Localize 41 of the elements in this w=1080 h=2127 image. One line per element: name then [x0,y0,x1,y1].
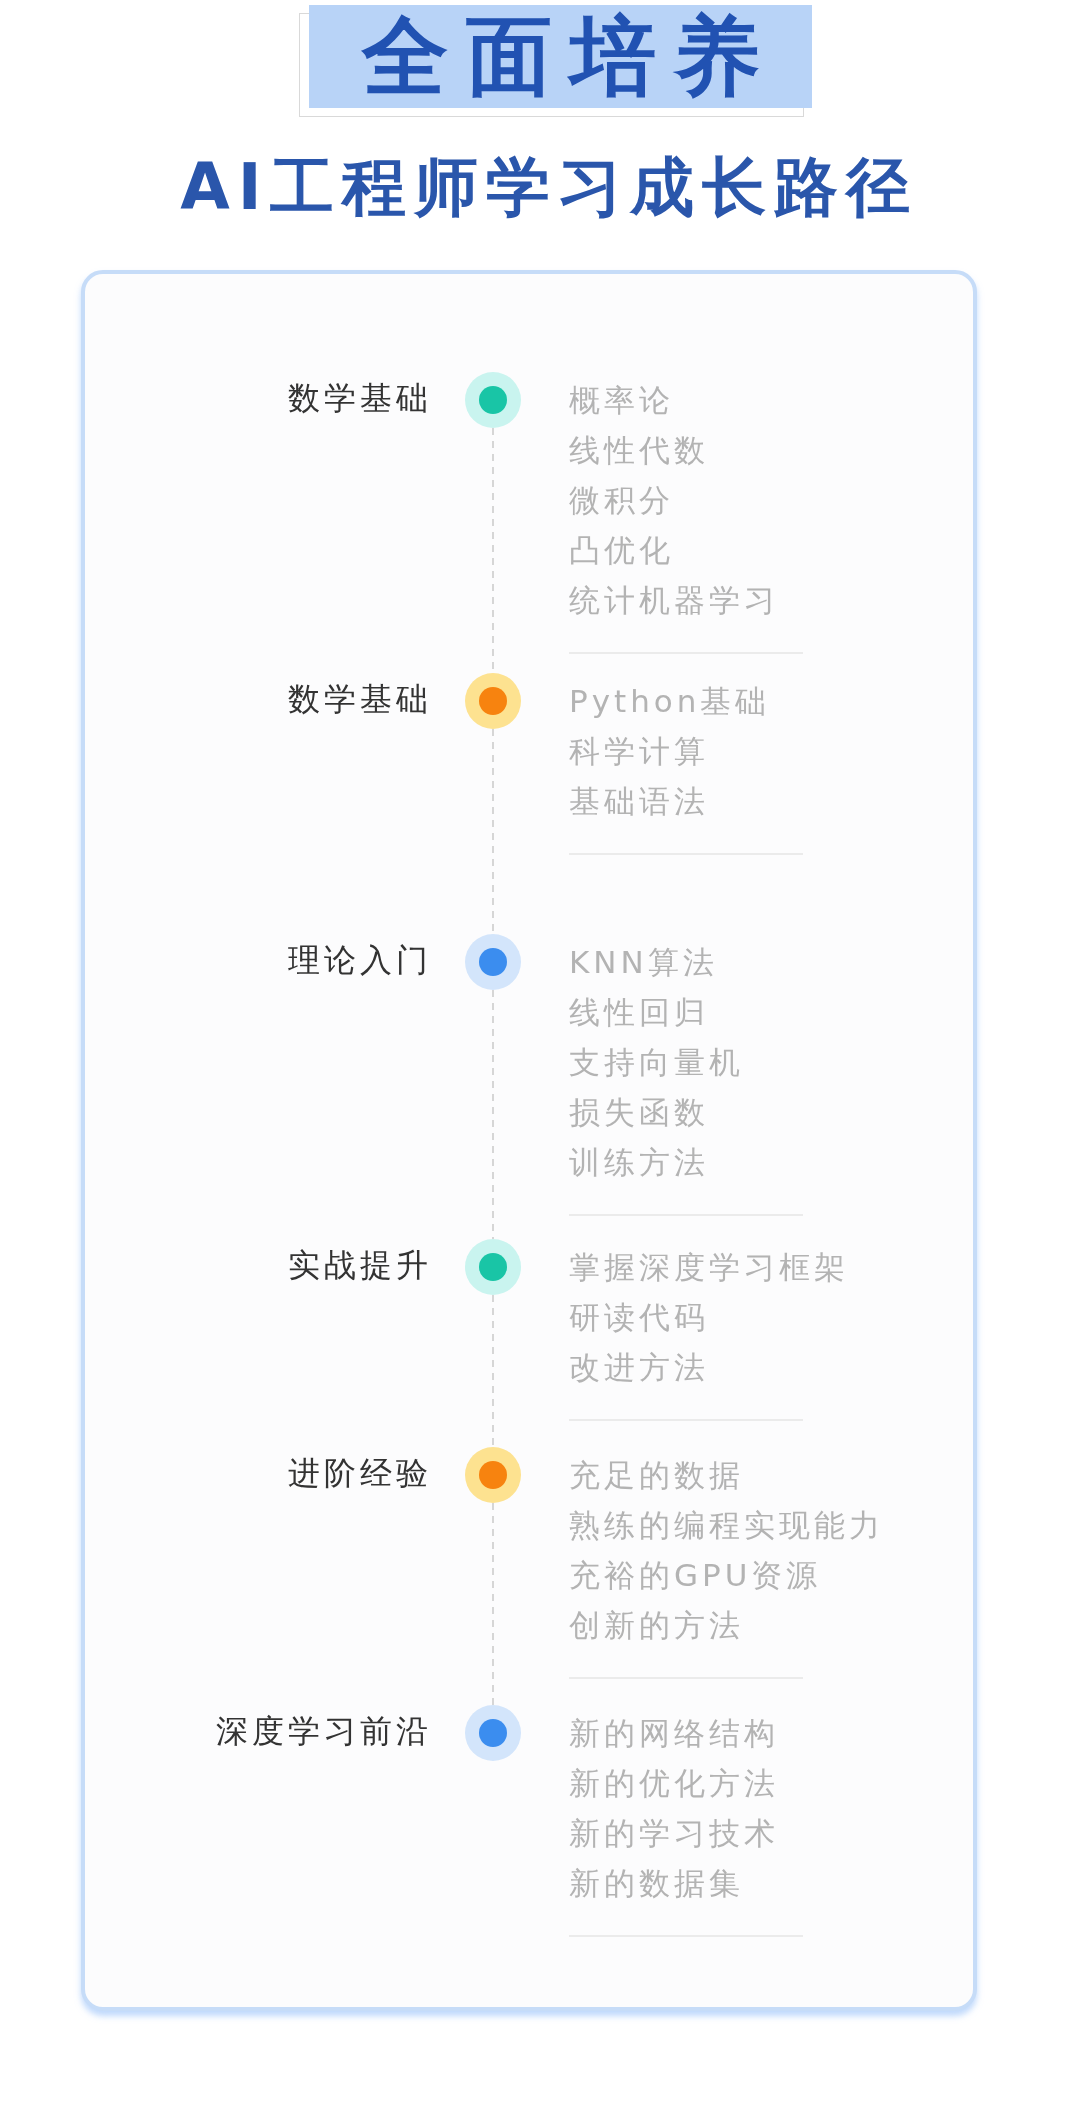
dashed-connector [492,1294,494,1448]
list-item: 线性代数 [569,431,709,470]
list-item: 掌握深度学习框架 [569,1248,849,1287]
list-item: 改进方法 [569,1348,709,1387]
list-item: 统计机器学习 [569,581,779,620]
stage-label: 深度学习前沿 [216,1711,432,1751]
list-item: 线性回归 [569,993,709,1032]
list-item: 训练方法 [569,1143,709,1182]
stage-label: 数学基础 [288,378,432,418]
stage-label: 进阶经验 [288,1453,432,1493]
list-item: 新的学习技术 [569,1814,779,1853]
title: AI工程师学习成长路径 [180,150,918,224]
stage-label: 数学基础 [288,679,432,719]
list-item: Python基础 [569,682,771,721]
title-banner: 全面培养 [309,5,812,108]
list-item: 熟练的编程实现能力 [569,1506,884,1545]
list-item: 损失函数 [569,1093,709,1132]
list-item: 研读代码 [569,1298,709,1337]
timeline-dot [465,1239,521,1295]
timeline-dot [465,673,521,729]
timeline-dot [465,372,521,428]
dashed-connector [492,1502,494,1706]
list-item: 基础语法 [569,782,709,821]
list-item: 支持向量机 [569,1043,744,1082]
stage-label: 实战提升 [288,1245,432,1285]
list-item: 充足的数据 [569,1456,744,1495]
list-item: 科学计算 [569,732,709,771]
list-item: KNN算法 [569,943,718,982]
list-item: 新的网络结构 [569,1714,779,1753]
list-item: 创新的方法 [569,1606,744,1645]
timeline-dot [465,1447,521,1503]
list-item: 微积分 [569,481,674,520]
list-item: 充裕的GPU资源 [569,1556,822,1595]
list-item: 新的优化方法 [569,1764,779,1803]
timeline-dot [465,1705,521,1761]
timeline-dot [465,934,521,990]
list-item: 新的数据集 [569,1864,744,1903]
dashed-connector [492,989,494,1240]
stage-label: 理论入门 [288,940,432,980]
list-item: 概率论 [569,381,674,420]
list-item: 凸优化 [569,531,674,570]
